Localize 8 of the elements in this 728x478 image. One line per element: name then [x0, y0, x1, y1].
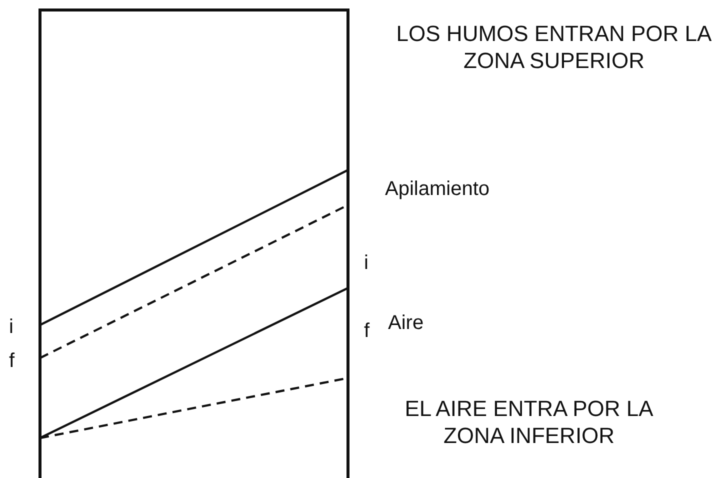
- marker-letter: i: [9, 315, 14, 340]
- layer-label: Aire: [388, 311, 425, 336]
- layer-label: Apilamiento: [385, 177, 491, 202]
- marker-letter: f: [364, 319, 371, 344]
- note-text: EL AIRE ENTRA POR LA ZONA INFERIOR: [404, 395, 654, 449]
- marker-letter: i: [364, 251, 370, 276]
- note-text: LOS HUMOS ENTRAN POR LA ZONA SUPERIOR: [395, 20, 713, 74]
- marker-letter: f: [9, 349, 16, 374]
